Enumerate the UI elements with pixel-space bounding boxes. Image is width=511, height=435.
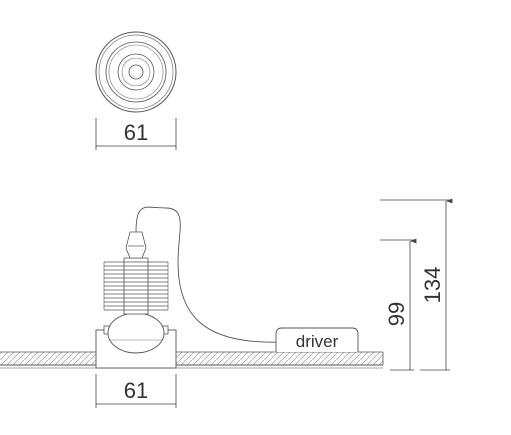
top-diameter-label: 61 — [124, 120, 148, 145]
driver-cable — [135, 206, 283, 343]
height-99-label: 99 — [384, 302, 409, 326]
top-view-outer-ring — [95, 31, 177, 113]
driver-outline — [275, 327, 359, 352]
fixture-lens-body — [107, 312, 165, 354]
top-view-ring-4 — [108, 44, 164, 100]
top-view: 61 — [95, 31, 177, 150]
top-view-lens-inner — [128, 64, 144, 80]
side-view: driver 61 99 134 — [0, 198, 453, 408]
top-view-ring-2 — [98, 34, 174, 110]
top-view-lens-outer — [117, 53, 155, 91]
bottom-width-label: 61 — [124, 378, 148, 403]
height-134-label: 134 — [420, 267, 445, 304]
top-view-ring-3 — [105, 41, 167, 103]
ceiling-hatch-right — [176, 352, 383, 365]
driver-label: driver — [296, 332, 339, 351]
ceiling-hatch-left — [0, 352, 96, 365]
heatsink — [103, 257, 169, 315]
driver-box: driver — [275, 327, 359, 352]
cable-connector — [125, 231, 147, 259]
ceiling-board — [0, 351, 384, 369]
fixture — [95, 231, 177, 369]
top-view-lens-mid — [121, 57, 151, 87]
